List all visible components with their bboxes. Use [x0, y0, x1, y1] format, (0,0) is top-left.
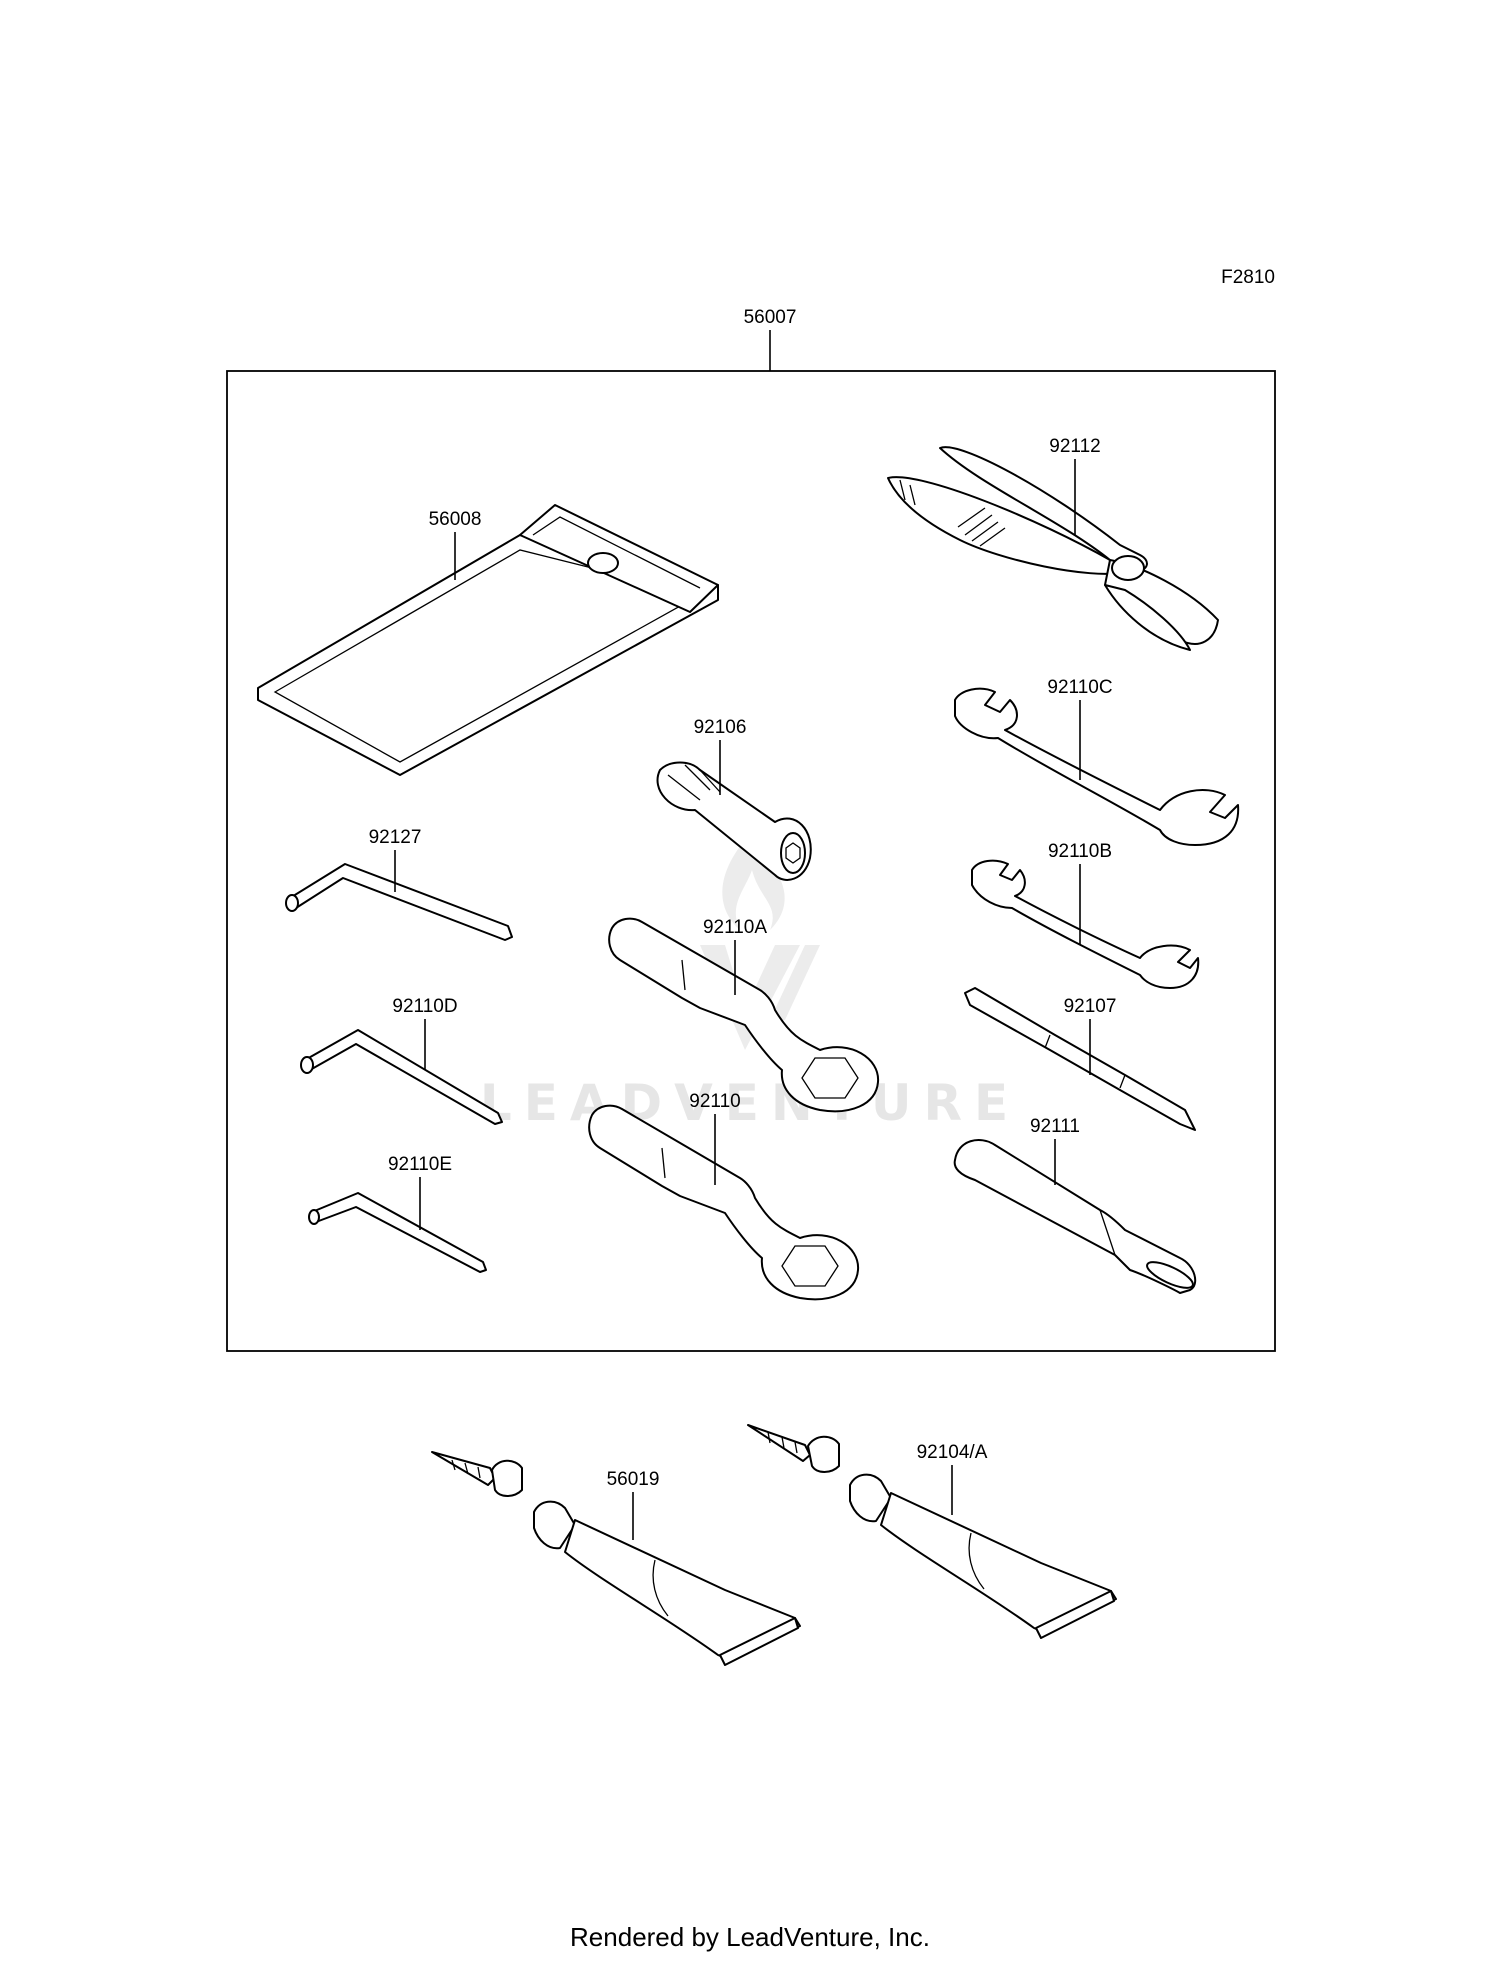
- label-92112: 92112: [1049, 436, 1100, 457]
- open-end-wrench-c: [954, 687, 1240, 846]
- tool-kit-frame: [226, 370, 1276, 1352]
- label-92110d: 92110D: [392, 996, 457, 1017]
- label-92110c: 92110C: [1047, 677, 1112, 698]
- label-92106: 92106: [694, 717, 747, 738]
- ring-wrench: [588, 1104, 860, 1301]
- label-92127: 92127: [369, 827, 422, 848]
- figure-code: F2810: [1221, 267, 1275, 288]
- label-92110e: 92110E: [388, 1154, 452, 1175]
- label-92110a: 92110A: [703, 917, 767, 938]
- tool-pouch: [257, 504, 719, 776]
- hex-key-92127: [285, 863, 513, 941]
- label-92110: 92110: [689, 1091, 740, 1112]
- pliers: [887, 446, 1219, 651]
- ring-wrench-a: [608, 917, 880, 1113]
- label-92107: 92107: [1064, 996, 1117, 1017]
- grease-tube-92104a: [747, 1424, 1117, 1639]
- label-92110b: 92110B: [1048, 841, 1112, 862]
- label-92111: 92111: [1030, 1116, 1080, 1137]
- watermark-text: LEADVENTURE: [480, 1074, 1020, 1132]
- handle-bar: [953, 1139, 1197, 1294]
- hex-key-92110d: [300, 1029, 503, 1125]
- screwdriver: [964, 987, 1196, 1131]
- socket-bit: [656, 761, 812, 881]
- label-92104a: 92104/A: [917, 1442, 988, 1463]
- grease-tube-56019: [431, 1451, 801, 1666]
- hex-key-92110e: [308, 1192, 487, 1273]
- open-end-wrench-b: [971, 859, 1200, 989]
- label-56007: 56007: [744, 307, 797, 328]
- label-56019: 56019: [607, 1469, 660, 1490]
- footer-credit: Rendered by LeadVenture, Inc.: [570, 1922, 930, 1952]
- label-56008: 56008: [429, 509, 482, 530]
